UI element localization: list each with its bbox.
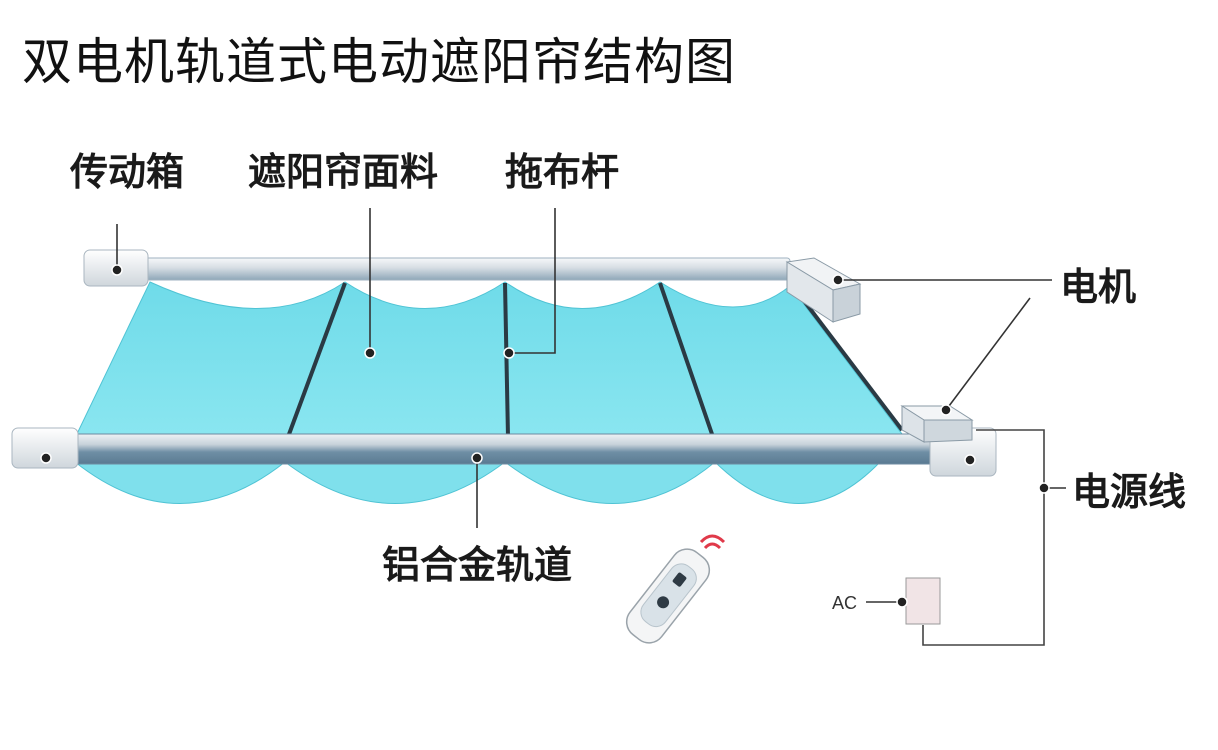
diagram-title: 双电机轨道式电动遮阳帘结构图	[22, 33, 736, 91]
aluminum-rail	[69, 433, 936, 465]
leader-motor-lower	[945, 297, 1031, 411]
upper-rail	[139, 257, 791, 281]
label-gearbox: 传动箱	[69, 150, 184, 194]
leader-drag-rod	[509, 208, 556, 354]
drag-rod-3	[658, 282, 715, 438]
dot-power-cord	[1038, 482, 1050, 494]
label-power-cord: 电源线	[1072, 470, 1186, 514]
dot-right-cap	[964, 454, 976, 466]
dot-left-cap	[40, 452, 52, 464]
dot-ac	[896, 596, 908, 608]
drag-rod-1	[286, 282, 347, 438]
ac-plug	[905, 577, 941, 625]
dot-gearbox	[111, 264, 123, 276]
label-fabric: 遮阳帘面料	[248, 150, 438, 194]
power-cord-line	[922, 429, 1045, 646]
remote-control	[625, 548, 711, 644]
drag-rod-4	[790, 283, 904, 432]
fabric-scallop-1	[78, 460, 285, 500]
fabric-scallop-4	[715, 460, 880, 498]
shade-fabric	[74, 281, 907, 439]
lower-motor-box	[900, 405, 974, 443]
label-motor: 电机	[1060, 265, 1136, 309]
lower-rail-left-cap	[11, 427, 79, 469]
dot-fabric	[364, 347, 376, 359]
label-ac: AC	[832, 593, 857, 613]
dot-motor-lower	[940, 404, 952, 416]
fabric-scallop-3	[505, 460, 715, 500]
label-rail: 铝合金轨道	[382, 543, 572, 587]
drag-rod-2	[503, 282, 510, 438]
dot-drag-rod	[503, 347, 515, 359]
dot-rail	[471, 452, 483, 464]
dot-motor-upper	[832, 274, 844, 286]
remote-signal-icon	[699, 534, 726, 550]
fabric-scallop-2	[285, 460, 505, 500]
label-drag-rod: 拖布杆	[505, 150, 619, 194]
